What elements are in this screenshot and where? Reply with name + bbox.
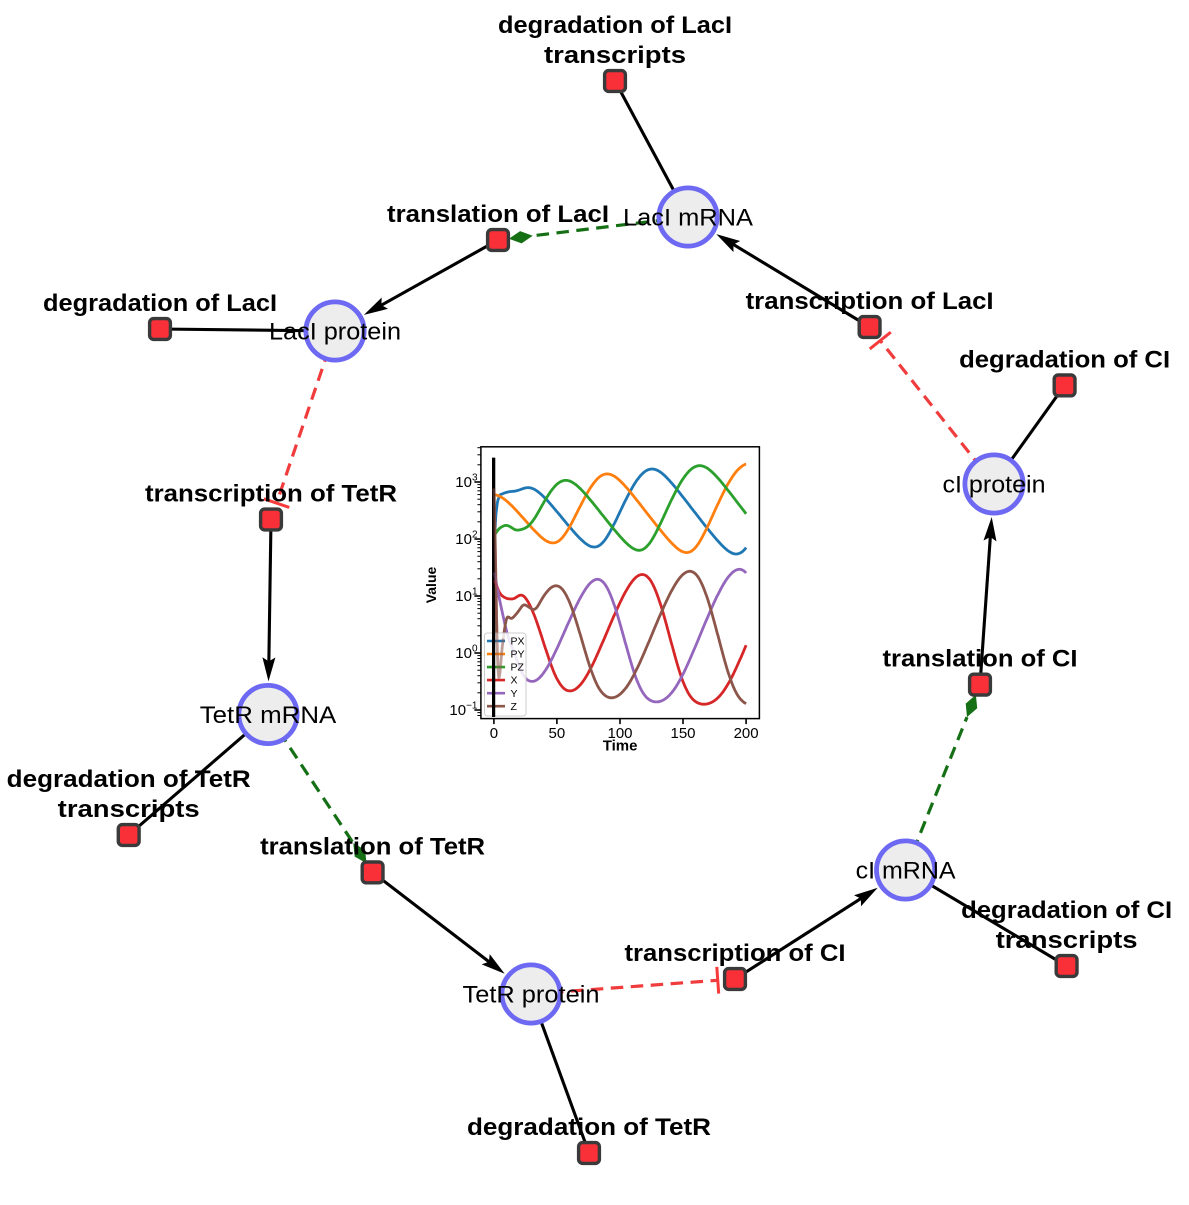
svg-text:degradation of LacI: degradation of LacI <box>498 12 732 39</box>
svg-text:transcripts: transcripts <box>58 796 200 823</box>
svg-text:LacI protein: LacI protein <box>269 319 401 346</box>
svg-text:PY: PY <box>511 649 525 661</box>
svg-text:transcription of LacI: transcription of LacI <box>746 288 994 315</box>
svg-text:cI protein: cI protein <box>943 472 1046 499</box>
svg-text:TetR mRNA: TetR mRNA <box>200 702 337 729</box>
svg-text:X: X <box>511 675 518 687</box>
svg-text:transcripts: transcripts <box>996 927 1138 954</box>
svg-text:PZ: PZ <box>511 662 525 674</box>
svg-text:degradation of CI: degradation of CI <box>959 346 1170 373</box>
svg-text:degradation of TetR: degradation of TetR <box>467 1114 711 1141</box>
svg-text:50: 50 <box>549 725 566 742</box>
svg-text:200: 200 <box>734 725 759 742</box>
svg-text:150: 150 <box>670 725 695 742</box>
svg-text:translation of TetR: translation of TetR <box>260 833 485 860</box>
svg-text:transcription of TetR: transcription of TetR <box>145 481 397 508</box>
svg-text:transcripts: transcripts <box>544 42 686 69</box>
svg-text:translation of CI: translation of CI <box>883 646 1078 673</box>
svg-text:transcription of CI: transcription of CI <box>625 940 846 967</box>
svg-text:100: 100 <box>607 725 632 742</box>
svg-text:degradation of CI: degradation of CI <box>961 897 1172 924</box>
svg-text:Y: Y <box>511 688 518 700</box>
svg-text:Value: Value <box>423 567 439 604</box>
svg-text:cI mRNA: cI mRNA <box>856 858 956 885</box>
svg-text:Z: Z <box>511 701 518 713</box>
svg-text:0: 0 <box>490 725 498 742</box>
svg-text:Time: Time <box>603 738 638 755</box>
svg-text:TetR protein: TetR protein <box>463 982 600 1009</box>
svg-text:PX: PX <box>511 636 525 648</box>
svg-text:translation of LacI: translation of LacI <box>387 201 609 228</box>
svg-text:degradation of LacI: degradation of LacI <box>43 290 277 317</box>
svg-text:LacI mRNA: LacI mRNA <box>623 205 753 232</box>
svg-text:degradation of TetR: degradation of TetR <box>7 766 251 793</box>
